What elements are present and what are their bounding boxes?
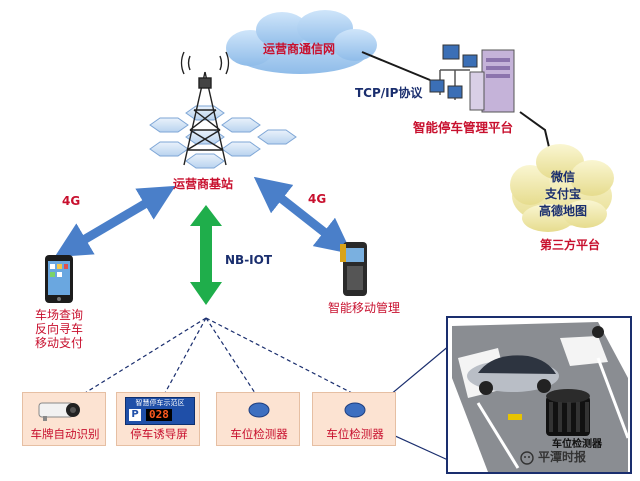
device-guidance-screen: 智慧停车示范区 P 028 停车诱导屏	[116, 392, 200, 446]
base-station-label: 运营商基站	[173, 177, 234, 191]
phone-feature-1: 车场查询	[34, 308, 83, 322]
cloud-platform-link	[361, 51, 431, 81]
device-label: 停车诱导屏	[130, 427, 188, 441]
screen-value: 028	[146, 409, 172, 421]
device-label: 车牌自动识别	[30, 427, 100, 441]
platform-label: 智能停车管理平台	[413, 120, 514, 135]
device-label: 车位检测器	[326, 427, 384, 441]
watermark-text: 平潭时报	[538, 450, 587, 464]
link-4g-left-label: 4G	[62, 194, 81, 208]
photo-caption: 车位检测器	[552, 439, 602, 450]
device-plate-recognition: 车牌自动识别	[22, 392, 106, 446]
tcpip-label: TCP/IP协议	[355, 86, 423, 100]
sensor-icon	[248, 402, 270, 418]
wechat-logo-icon	[520, 450, 534, 465]
link-nbiot-arrow	[190, 205, 222, 305]
server-cluster-icon	[429, 44, 515, 113]
phone-feature-3: 移动支付	[34, 336, 83, 350]
device-sensor-2: 车位检测器	[312, 392, 396, 446]
link-4g-left-arrow	[54, 185, 176, 258]
phone-feature-2: 反向寻车	[34, 322, 83, 336]
carrier-cloud-label: 运营商通信网	[263, 42, 336, 56]
cell-tower-icon	[180, 51, 230, 166]
third-party-item-alipay: 支付宝	[544, 187, 581, 201]
sensor-icon	[344, 402, 366, 418]
camera-icon	[38, 402, 80, 421]
link-nbiot-label: NB-IOT	[225, 253, 273, 267]
device-label: 车位检测器	[230, 427, 288, 441]
screen-title: 智慧停车示范区	[135, 399, 185, 407]
base-station-hex-grid	[149, 105, 297, 169]
nbiot-dashed-links	[84, 317, 353, 394]
third-party-cloud	[510, 144, 614, 232]
guidance-screen-icon: 智慧停车示范区 P 028	[125, 397, 195, 425]
third-party-label: 第三方平台	[540, 238, 601, 252]
parking-lot-photo	[448, 318, 630, 472]
handheld-label: 智能移动管理	[328, 301, 401, 315]
link-4g-right-arrow	[253, 176, 353, 255]
third-party-item-wechat: 微信	[550, 170, 575, 184]
parking-p-icon: P	[129, 409, 141, 421]
device-sensor-1: 车位检测器	[216, 392, 300, 446]
smartphone-icon	[45, 255, 73, 303]
carrier-cloud	[226, 10, 377, 74]
link-4g-right-label: 4G	[308, 192, 327, 206]
third-party-item-amap: 高德地图	[538, 204, 587, 218]
handheld-terminal-icon	[340, 242, 367, 296]
sensor-photo: 车位检测器	[446, 316, 632, 474]
